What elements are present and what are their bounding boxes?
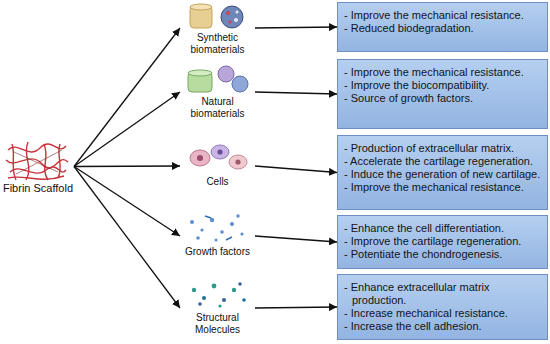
effect-item: - Improve the cartilage regeneration.: [344, 235, 541, 248]
effect-item: - Enhance the cell differentiation.: [344, 222, 541, 235]
cells-icon: [190, 145, 247, 169]
effect-box: - Enhance extracellular matrix productio…: [337, 274, 548, 340]
connector-arrow: [74, 165, 180, 167]
effect-box: - Enhance the cell differentiation.- Imp…: [337, 215, 548, 269]
effect-item: - Increase the cell adhesion.: [344, 320, 541, 333]
connector-arrow: [74, 28, 180, 167]
effect-item: - Reduced biodegradation.: [344, 22, 541, 35]
structural-molecules-icon: [192, 282, 246, 307]
category-node: Cells: [180, 144, 255, 188]
node-label: Structural Molecules: [180, 312, 255, 336]
effect-item: - Production of extracellular matrix.: [344, 142, 541, 155]
connector-arrow: [255, 236, 337, 242]
effect-item: - Accelerate the cartilage regeneration.: [344, 155, 541, 168]
scaffold-node: Fibrin Scaffold: [2, 138, 74, 195]
connector-arrow: [74, 167, 180, 237]
node-label: Cells: [180, 176, 255, 188]
effect-item: - Improve the mechanical resistance.: [344, 9, 541, 22]
effect-item: - Improve the mechanical resistance.: [344, 66, 541, 79]
category-node: Synthetic biomaterials: [180, 0, 255, 56]
connector-arrow: [74, 167, 180, 309]
natural-icon: [188, 66, 248, 92]
connector-arrow: [255, 92, 337, 94]
category-node: Structural Molecules: [180, 280, 255, 336]
effect-item: - Improve the mechanical resistance.: [344, 181, 541, 194]
effect-item: - Induce the generation of new cartilage…: [344, 168, 541, 181]
effect-item: - Source of growth factors.: [344, 92, 541, 105]
category-node: Natural biomaterials: [180, 64, 255, 120]
effect-item: - Potentiate the chondrogenesis.: [344, 248, 541, 261]
node-label: Synthetic biomaterials: [180, 32, 255, 56]
connector-arrow: [255, 307, 337, 308]
connector-arrow: [255, 166, 337, 173]
effect-item: - Improve the biocompatibility.: [344, 79, 541, 92]
connector-arrow: [255, 27, 337, 28]
node-label: Fibrin Scaffold: [2, 182, 74, 195]
synthetic-icon: [190, 4, 243, 28]
node-label: Growth factors: [180, 246, 255, 258]
effect-box: - Improve the mechanical resistance.- Re…: [337, 2, 548, 52]
node-label: Natural biomaterials: [180, 96, 255, 120]
connector-arrow: [74, 92, 180, 167]
category-node: Growth factors: [180, 214, 255, 258]
effect-item: - Increase mechanical resistance.: [344, 307, 541, 320]
fibrin-mesh: [6, 142, 68, 180]
effect-box: - Production of extracellular matrix.- A…: [337, 135, 548, 210]
effect-box: - Improve the mechanical resistance.- Im…: [337, 59, 548, 129]
effect-item: - Enhance extracellular matrix productio…: [344, 281, 541, 307]
growth-factors-icon: [190, 214, 244, 241]
